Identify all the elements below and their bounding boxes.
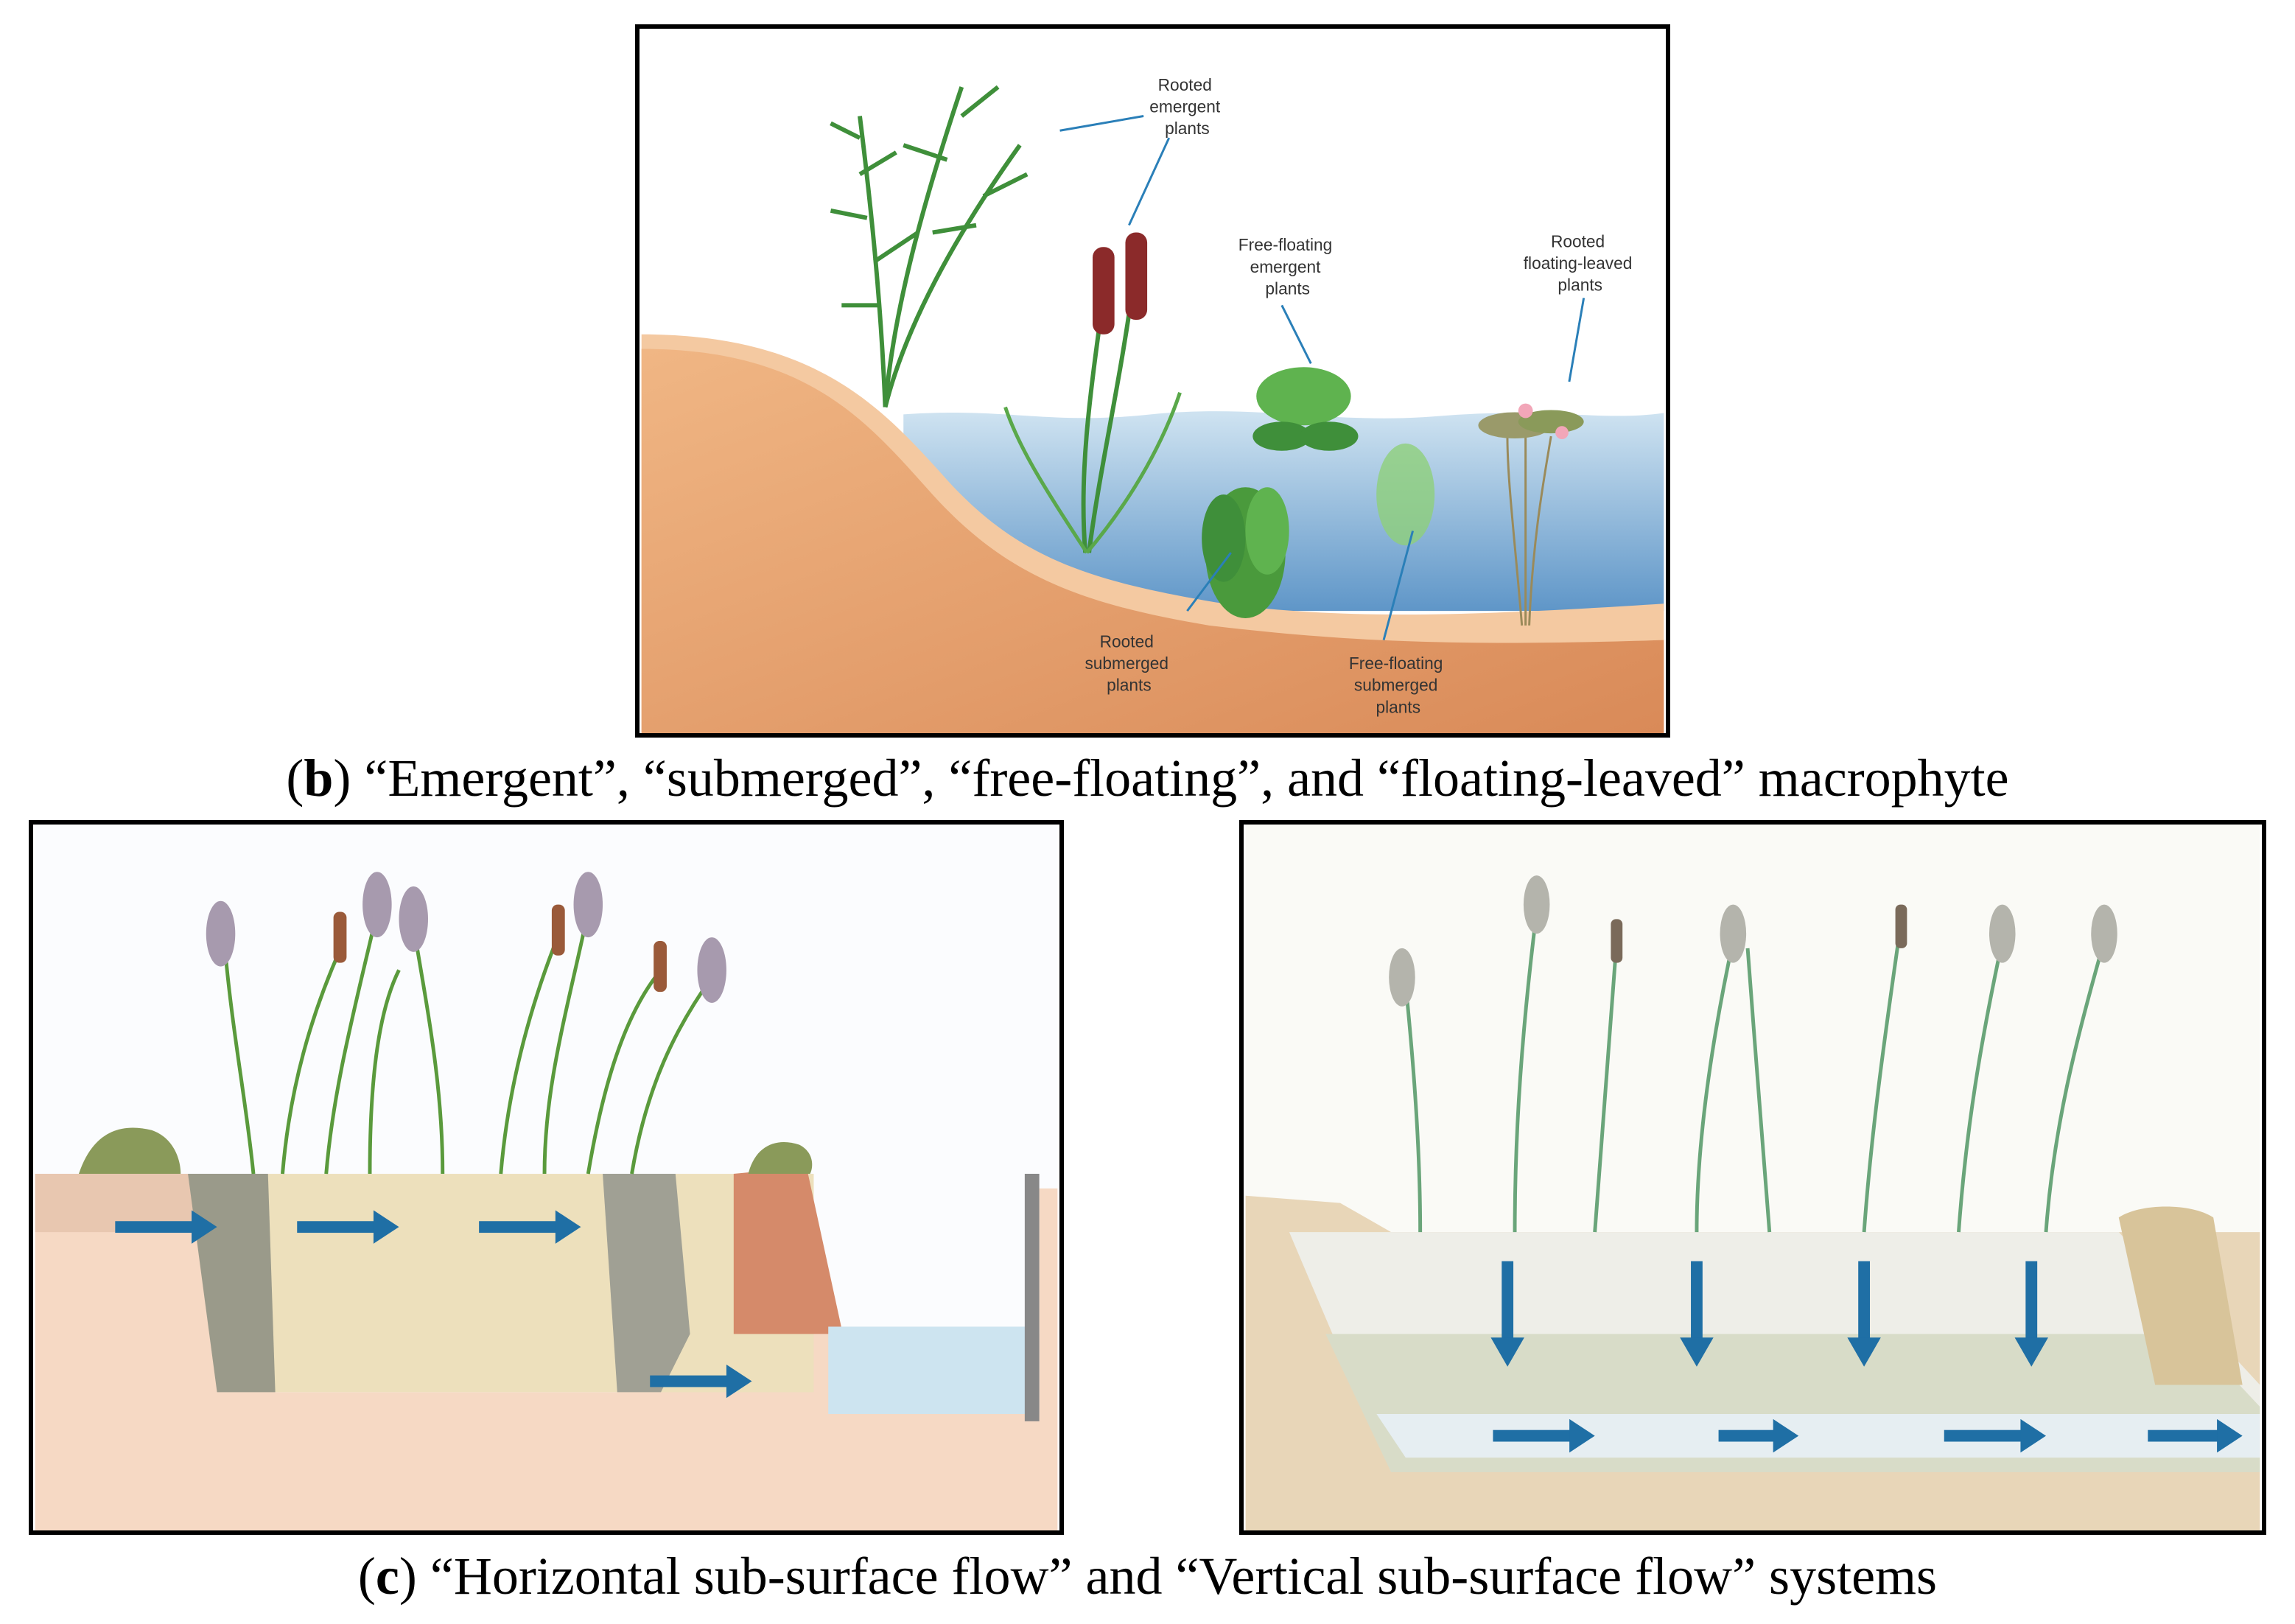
flow-arrow: [1493, 1418, 1595, 1453]
rooted-submerged-plant: [1202, 487, 1289, 618]
grass-tuft-right: [748, 1141, 813, 1175]
macrophyte-types-diagram: Rooted emergent plants Free-floating eme…: [635, 24, 1670, 738]
vertical-subsurface-flow-diagram: [1239, 820, 2266, 1535]
label-free-floating-submerged: Free-floating submerged plants: [1349, 654, 1448, 716]
vertical-flow-arrows: [1490, 1261, 2048, 1367]
flow-arrow: [1718, 1418, 1799, 1453]
flow-arrow: [2148, 1418, 2243, 1453]
cattail-heads: [1611, 904, 1907, 963]
wetland-plants: [223, 911, 714, 1175]
horizontal-subsurface-flow-diagram: [29, 820, 1064, 1535]
flow-arrow: [297, 1210, 399, 1244]
free-floating-submerged-plant: [1376, 443, 1435, 546]
caption-b: (b) “Emergent”, “submerged”, “free-float…: [286, 749, 2009, 808]
flow-arrow: [1847, 1261, 1881, 1367]
gravel-bed: [217, 1174, 814, 1393]
label-leader-lines: [1059, 115, 1586, 640]
flow-arrow: [479, 1210, 581, 1244]
drainage-layer: [1376, 1413, 2260, 1458]
flow-arrow: [2014, 1261, 2048, 1367]
rooted-floating-leaved-plant: [1478, 403, 1584, 626]
flow-arrow: [115, 1210, 217, 1244]
grass-tuft-left: [78, 1127, 181, 1175]
free-floating-emergent-plant: [1252, 367, 1359, 451]
cattail-plant: [1003, 232, 1182, 554]
soil-bank: [641, 349, 1664, 733]
macrophyte-illustration: Rooted emergent plants Free-floating eme…: [641, 29, 1664, 733]
label-rooted-submerged: Rooted submerged plants: [1085, 631, 1173, 694]
cattail-heads: [333, 904, 667, 993]
flow-arrow: [1490, 1261, 1524, 1367]
wetland-plants: [1404, 911, 2106, 1233]
label-free-floating-emergent: Free-floating emergent plants: [1238, 235, 1337, 298]
vertical-flow-illustration: [1245, 825, 2260, 1530]
label-rooted-emergent: Rooted emergent plants: [1149, 75, 1224, 138]
caption-c: (c) “Horizontal sub-surface flow” and “V…: [357, 1547, 1938, 1606]
bank-berm: [2118, 1206, 2243, 1385]
flow-arrow: [1680, 1261, 1714, 1367]
reed-seed-heads: [206, 872, 726, 1003]
label-rooted-floating-leaved: Rooted floating-leaved plants: [1524, 231, 1637, 294]
flow-arrow: [650, 1364, 752, 1399]
flow-arrow: [1944, 1418, 2047, 1453]
horizontal-flow-arrows: [115, 1210, 752, 1399]
outlet-water: [828, 1326, 1040, 1414]
reed-plant: [830, 85, 1029, 408]
outlet-berm: [733, 1166, 843, 1334]
drainage-flow-arrows: [1493, 1418, 2243, 1453]
horizontal-flow-illustration: [35, 825, 1058, 1530]
reed-seed-heads: [1389, 875, 2117, 1007]
